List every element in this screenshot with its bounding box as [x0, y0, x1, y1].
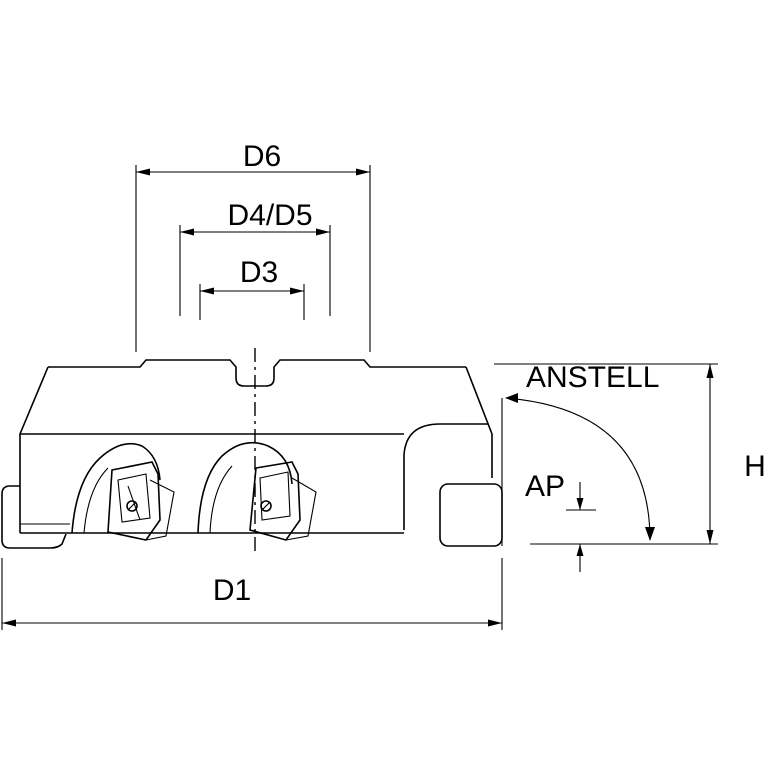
cutter-left-side [19, 366, 49, 533]
insert-center-screw-icon [260, 500, 272, 512]
insert-left [107, 461, 161, 541]
dimension-h: H [494, 363, 766, 545]
insert-left-edge [145, 479, 175, 541]
insert-seat-left [71, 442, 175, 541]
dimension-d3: D3 [199, 256, 305, 320]
side-insert-right [439, 483, 503, 547]
chip-pocket-left-inner [83, 467, 109, 534]
insert-center-face [259, 471, 291, 521]
insert-left-screw-icon [126, 500, 138, 512]
chip-pocket-center-inner [209, 465, 233, 534]
insert-center-edge [285, 477, 317, 541]
cutter-top-outline [48, 359, 466, 387]
insert-seat-center [197, 441, 317, 541]
dimension-anstell: ANSTELL [501, 361, 659, 546]
dimension-d4-d5: D4/D5 [179, 199, 331, 316]
insert-left-face [117, 473, 151, 523]
ap-label: AP [525, 470, 565, 503]
side-insert-left [1, 485, 67, 549]
d1-label: D1 [213, 574, 251, 607]
d3-label: D3 [240, 256, 278, 289]
cutter-right-side [465, 366, 493, 478]
cutter-body [19, 359, 493, 534]
insert-center [249, 461, 301, 541]
anstell-label: ANSTELL [526, 361, 659, 394]
h-label: H [744, 450, 766, 483]
chip-pocket-left [71, 442, 161, 534]
cutter-pocket-curve [403, 423, 488, 530]
dimension-d6: D6 [135, 140, 371, 352]
d4-d5-label: D4/D5 [227, 199, 312, 232]
chip-pocket-center [197, 441, 293, 534]
d6-label: D6 [243, 140, 281, 173]
dimension-ap: AP [525, 470, 596, 572]
dimension-d1: D1 [1, 558, 503, 630]
